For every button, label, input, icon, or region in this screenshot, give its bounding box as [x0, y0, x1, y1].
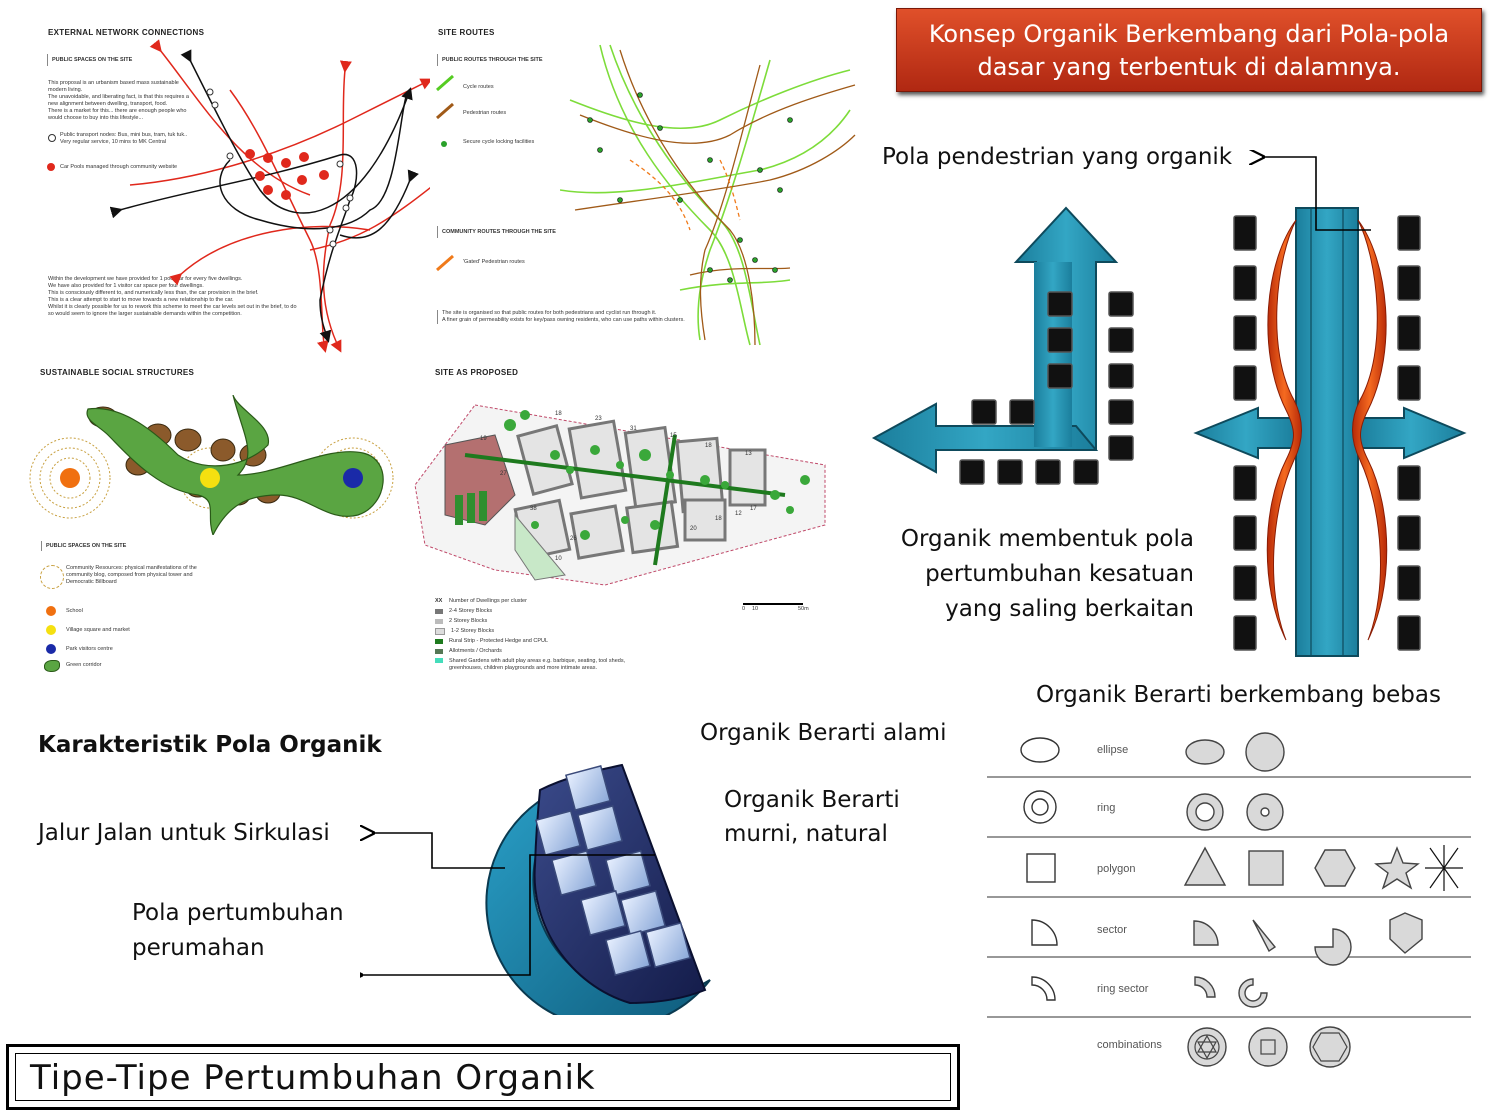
svg-text:combinations: combinations — [1097, 1039, 1162, 1051]
svg-text:12: 12 — [735, 511, 742, 517]
school-icon — [46, 606, 56, 616]
svg-text:19: 19 — [480, 436, 487, 442]
panel3-title: SUSTAINABLE SOCIAL STRUCTURES — [40, 368, 195, 377]
svg-text:31: 31 — [630, 426, 637, 432]
label-karakteristik: Karakteristik Pola Organik — [38, 732, 382, 758]
site-plan-map: 18 23 31 15 18 13 19 27 17 18 38 26 20 12 10 — [414, 404, 826, 586]
site-routes-map — [560, 44, 856, 346]
transport-node-icon — [48, 134, 56, 142]
car-pool-icon — [47, 163, 55, 171]
label-pedestrian: Pola pendestrian yang organik — [882, 144, 1233, 170]
label-bebas: Organik Berarti berkembang bebas — [1036, 682, 1441, 708]
organic-arrows-diagram — [871, 150, 1467, 657]
svg-text:polygon: polygon — [1097, 863, 1136, 875]
svg-text:18: 18 — [715, 516, 722, 522]
legend-school: School — [66, 608, 83, 614]
panel2-subtitle: PUBLIC ROUTES THROUGH THE SITE — [442, 57, 543, 63]
footer-title: Tipe-Tipe Pertumbuhan Organik — [15, 1053, 951, 1101]
panel1-subtitle: PUBLIC SPACES ON THE SITE — [52, 57, 133, 63]
svg-text:sector: sector — [1097, 924, 1127, 936]
svg-text:ellipse: ellipse — [1097, 744, 1128, 756]
panel3-subtitle: PUBLIC SPACES ON THE SITE — [46, 543, 127, 549]
label-alami: Organik Berarti alami — [700, 720, 947, 746]
svg-text:ring sector: ring sector — [1097, 983, 1149, 995]
banner-line1: Konsep Organik Berkembang dari Pola-pola — [928, 20, 1450, 48]
panel4-title: SITE AS PROPOSED — [435, 368, 519, 377]
svg-text:15: 15 — [670, 433, 677, 439]
svg-text:18: 18 — [705, 443, 712, 449]
social-structures-diagram — [29, 395, 394, 535]
svg-text:13: 13 — [745, 451, 752, 457]
legend-park: Park visitors centre — [66, 646, 113, 652]
green-corridor-icon — [44, 660, 60, 672]
banner-line2: dasar yang terbentuk di dalamnya. — [977, 53, 1401, 81]
legend-cycle: Cycle routes — [463, 84, 494, 90]
park-centre-icon — [46, 644, 56, 654]
concept-banner: Konsep Organik Berkembang dari Pola-pola… — [896, 8, 1482, 92]
svg-text:18: 18 — [555, 411, 562, 417]
scale-10: 10 — [752, 606, 759, 612]
gated-route-icon — [436, 254, 454, 272]
legend-gated: 'Gated' Pedestrian routes — [463, 259, 525, 265]
legend-cycle-locking: Secure cycle locking facilities — [463, 139, 535, 145]
svg-text:27: 27 — [500, 471, 507, 477]
organic-pattern-icon — [360, 763, 711, 1015]
panel2-bottom-text: The site is organised so that public rou… — [442, 310, 685, 323]
svg-text:20: 20 — [690, 526, 697, 532]
svg-text:23: 23 — [595, 416, 602, 422]
svg-text:38: 38 — [530, 506, 537, 512]
community-resource-icon — [40, 565, 64, 589]
shape-types-table: ellipse ring polygon sector ring sector … — [987, 732, 1471, 1068]
svg-text:26: 26 — [570, 536, 577, 542]
panel1-paragraph: This proposal is an urbanism based mass … — [48, 80, 189, 121]
scale-bar — [743, 603, 803, 605]
svg-text:ring: ring — [1097, 802, 1115, 814]
svg-text:17: 17 — [750, 506, 757, 512]
panel1-legend1: Public transport nodes: Bus, mini bus, t… — [60, 132, 188, 145]
network-map — [110, 39, 430, 353]
route-legend-icons — [436, 74, 454, 147]
village-square-icon — [46, 625, 56, 635]
panel1-legend2: Car Pools managed through community webs… — [60, 164, 178, 170]
scale-50m: 50m — [798, 606, 809, 612]
panel1-title: EXTERNAL NETWORK CONNECTIONS — [48, 28, 205, 37]
legend-green: Green corridor — [66, 662, 102, 668]
svg-text:10: 10 — [555, 556, 562, 562]
footer-title-box: Tipe-Tipe Pertumbuhan Organik — [6, 1044, 960, 1110]
label-jalur: Jalur Jalan untuk Sirkulasi — [38, 820, 330, 846]
panel2-title: SITE ROUTES — [438, 28, 495, 37]
scale-0: 0 — [742, 606, 746, 612]
legend-pedestrian: Pedestrian routes — [463, 110, 507, 116]
legend-village: Village square and market — [66, 627, 130, 633]
panel3-legend: Community Resources: physical manifestat… — [66, 565, 197, 585]
panel2-subtitle2: COMMUNITY ROUTES THROUGH THE SITE — [442, 229, 556, 235]
